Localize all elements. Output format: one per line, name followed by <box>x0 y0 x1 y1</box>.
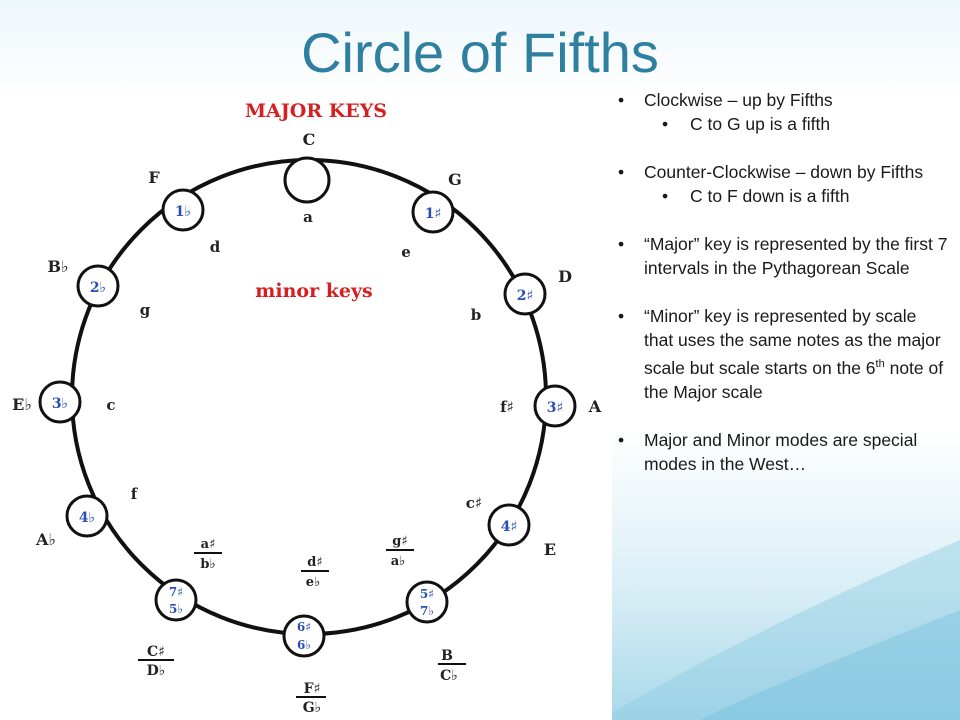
svg-text:C♯: C♯ <box>147 644 165 660</box>
svg-text:a♯: a♯ <box>201 537 216 552</box>
minor-keys-heading: minor keys <box>255 280 372 302</box>
svg-text:E♭: E♭ <box>12 395 32 414</box>
svg-text:6♭: 6♭ <box>297 638 311 652</box>
svg-text:4♭: 4♭ <box>79 510 95 526</box>
key-node-d: 2♯ D b <box>471 267 572 324</box>
svg-text:D♭: D♭ <box>147 663 166 679</box>
svg-text:1♯: 1♯ <box>425 206 442 222</box>
major-keys-heading: MAJOR KEYS <box>245 100 387 122</box>
svg-text:c: c <box>106 396 115 414</box>
svg-text:e♭: e♭ <box>306 575 320 590</box>
spacer <box>614 404 950 428</box>
svg-text:6♯: 6♯ <box>297 620 311 634</box>
svg-text:e: e <box>401 243 411 261</box>
svg-text:D: D <box>558 267 572 286</box>
key-node-fsharp-gflat: 6♯ 6♭ F♯ G♭ d♯ e♭ <box>282 555 329 716</box>
bullet-item: “Major” key is represented by the first … <box>614 232 950 280</box>
bullet-item: “Minor” key is represented by scale that… <box>614 304 950 404</box>
slide-title: Circle of Fifths <box>301 21 659 84</box>
key-node-csharp-dflat: 7♯ 5♭ C♯ D♭ a♯ b♭ <box>138 537 222 679</box>
sub-bullet-item: C to F down is a fifth <box>614 184 950 208</box>
svg-text:E: E <box>544 540 556 559</box>
svg-text:5♭: 5♭ <box>169 602 183 616</box>
spacer <box>614 208 950 232</box>
svg-text:b: b <box>471 306 482 324</box>
svg-text:f♯: f♯ <box>500 398 514 416</box>
key-node-eflat: 3♭ E♭ c <box>12 380 116 424</box>
circle-of-fifths-diagram: MAJOR KEYS minor keys C a 1♯ G e 2♯ D b <box>0 92 612 720</box>
svg-text:3♭: 3♭ <box>52 396 68 412</box>
svg-text:b♭: b♭ <box>200 557 215 572</box>
svg-text:7♯: 7♯ <box>169 585 183 599</box>
svg-text:c♯: c♯ <box>466 494 482 512</box>
key-node-c: C a <box>283 130 331 226</box>
svg-text:g: g <box>140 301 151 319</box>
svg-text:d♯: d♯ <box>307 555 322 570</box>
key-node-a: 3♯ A f♯ <box>500 384 602 428</box>
svg-text:5♯: 5♯ <box>420 587 434 601</box>
sub-bullet-item: C to G up is a fifth <box>614 112 950 136</box>
svg-text:3♯: 3♯ <box>547 400 564 416</box>
spacer <box>614 280 950 304</box>
key-node-g: 1♯ G e <box>401 170 462 261</box>
svg-text:7♭: 7♭ <box>420 604 434 618</box>
svg-text:g♯: g♯ <box>392 534 407 549</box>
bullet-item: Counter-Clockwise – down by Fifths <box>614 160 950 184</box>
svg-text:F: F <box>148 168 160 187</box>
svg-text:A♭: A♭ <box>35 530 56 549</box>
svg-text:F♯: F♯ <box>304 681 321 697</box>
svg-text:C: C <box>303 130 316 149</box>
svg-text:G: G <box>448 170 462 189</box>
key-node-b-cflat: 5♯ 7♭ B C♭ g♯ a♭ <box>386 534 466 684</box>
svg-text:G♭: G♭ <box>303 700 322 716</box>
bullet-item: Clockwise – up by Fifths <box>614 88 950 112</box>
bullet-item: Major and Minor modes are special modes … <box>614 428 950 476</box>
svg-text:B: B <box>441 648 453 664</box>
spacer <box>614 136 950 160</box>
svg-text:B♭: B♭ <box>47 257 68 276</box>
svg-text:2♯: 2♯ <box>517 288 534 304</box>
svg-text:f: f <box>131 485 139 503</box>
svg-text:2♭: 2♭ <box>90 280 106 296</box>
key-node-bflat: 2♭ B♭ g <box>47 257 150 319</box>
key-node-e: 4♯ E c♯ <box>466 494 556 559</box>
svg-text:d: d <box>210 238 221 256</box>
bullet-list: Clockwise – up by Fifths C to G up is a … <box>614 88 950 476</box>
svg-text:C♭: C♭ <box>440 668 458 684</box>
svg-text:a: a <box>303 208 313 226</box>
svg-text:4♯: 4♯ <box>501 519 518 535</box>
svg-text:a♭: a♭ <box>391 554 406 569</box>
svg-text:1♭: 1♭ <box>175 204 191 220</box>
key-node-aflat: 4♭ A♭ f <box>35 485 139 549</box>
svg-text:A: A <box>588 397 602 416</box>
circle-diagram-svg: MAJOR KEYS minor keys C a 1♯ G e 2♯ D b <box>12 100 602 716</box>
key-node-f: 1♭ F d <box>148 168 220 256</box>
